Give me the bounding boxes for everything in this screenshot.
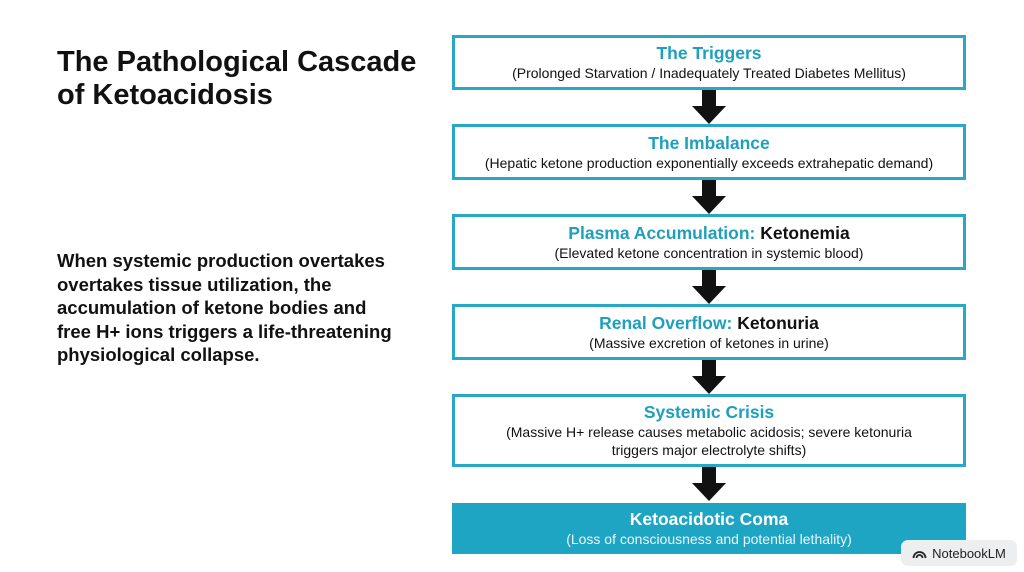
down-arrow-icon <box>692 270 726 304</box>
notebooklm-badge: NotebookLM <box>901 540 1017 566</box>
page-title-line-2: of Ketoacidosis <box>57 79 273 111</box>
flow-step-subtitle: (Massive H+ release causes metabolic aci… <box>506 424 912 458</box>
flow-step-title: Renal Overflow: Ketonuria <box>599 312 819 333</box>
flow-step-subtitle: (Elevated ketone concentration in system… <box>554 244 864 261</box>
notebooklm-logo-icon <box>912 550 927 558</box>
flow-step-renal-overflow: Renal Overflow: Ketonuria (Massive excre… <box>452 304 966 360</box>
flow-step-title-emphasis: Ketonemia <box>760 222 850 243</box>
flow-step-subtitle: (Loss of consciousness and potential let… <box>566 531 852 547</box>
down-arrow-icon <box>692 467 726 501</box>
description-line: free H+ ions triggers a life-threatening <box>57 320 392 342</box>
flow-step-subtitle: (Massive excretion of ketones in urine) <box>589 334 829 351</box>
description-line: overtakes tissue utilization, the <box>57 273 332 295</box>
description-line: accumulation of ketone bodies and <box>57 297 367 318</box>
flow-step-ketoacidotic-coma: Ketoacidotic Coma (Loss of consciousness… <box>452 503 966 554</box>
down-arrow-icon <box>692 180 726 214</box>
flow-step-title-emphasis: Ketonuria <box>737 312 819 333</box>
down-arrow-icon <box>692 360 726 394</box>
page-title: The Pathological Cascade of Ketoacidosis <box>57 46 457 112</box>
flow-step-title: Ketoacidotic Coma <box>629 509 789 529</box>
description-line: physiological collapse. <box>57 344 260 365</box>
down-arrow-icon <box>692 90 726 124</box>
flow-step-title: Systemic Crisis <box>643 402 775 422</box>
flow-step-title: Plasma Accumulation: Ketonemia <box>568 222 850 243</box>
flow-step-title: The Triggers <box>656 43 762 63</box>
flow-step-subtitle: (Hepatic ketone production exponentially… <box>484 154 934 171</box>
page-title-line-1: The Pathological Cascade <box>57 46 417 78</box>
badge-label: NotebookLM <box>932 545 1006 561</box>
flow-step-systemic-crisis: Systemic Crisis (Massive H+ release caus… <box>452 394 966 467</box>
description-line: When systemic production overtakes <box>57 250 385 271</box>
flow-step-triggers: The Triggers (Prolonged Starvation / Ina… <box>452 35 966 90</box>
flow-step-imbalance: The Imbalance (Hepatic ketone production… <box>452 124 966 180</box>
description: When systemic production overtakes overt… <box>57 249 437 367</box>
flow-step-subtitle: (Prolonged Starvation / Inadequately Tre… <box>512 65 906 81</box>
flow-step-plasma-accumulation: Plasma Accumulation: Ketonemia (Elevated… <box>452 214 966 270</box>
flow-step-title: The Imbalance <box>648 132 770 153</box>
